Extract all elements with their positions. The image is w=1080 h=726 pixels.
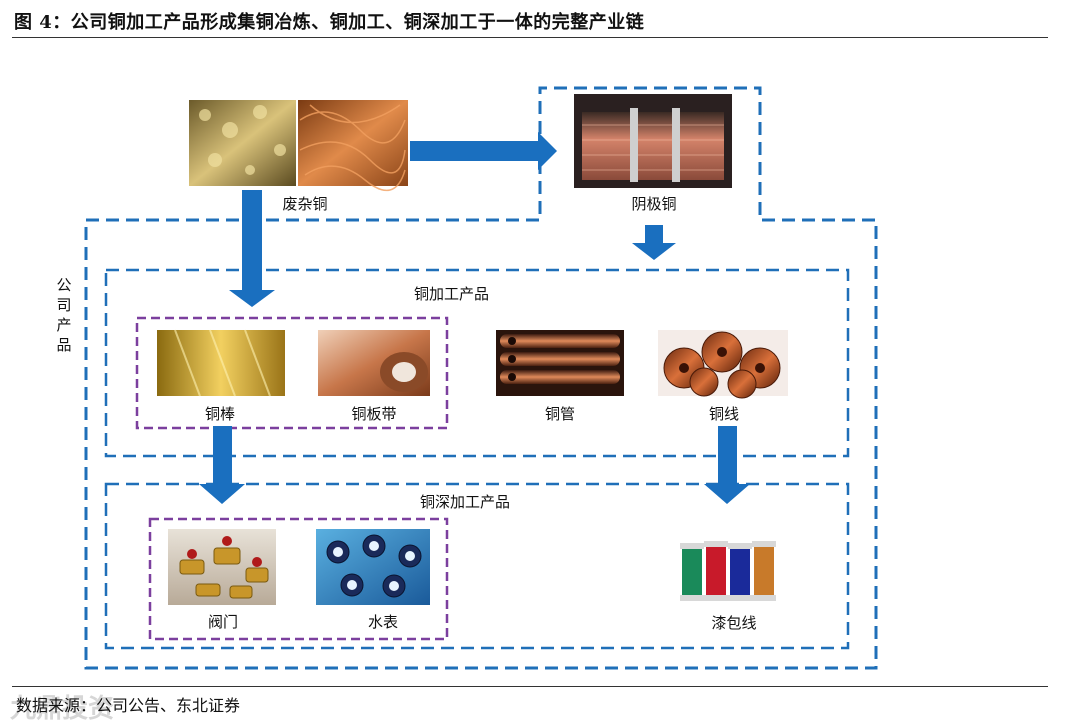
cathode-copper-image — [574, 94, 732, 188]
section-title-deep-processing: 铜深加工产品 — [420, 493, 511, 511]
node-label-enameled-wire: 漆包线 — [711, 614, 757, 632]
processing-section-box — [104, 268, 850, 458]
node-label-scrap-copper: 废杂铜 — [282, 195, 328, 213]
arrow-scrap-down — [229, 190, 275, 307]
copper-tube-image — [496, 330, 624, 396]
arrow-cathode-down — [632, 225, 676, 260]
valve-image — [168, 529, 276, 605]
watermark: 九鼎投资 — [10, 694, 115, 724]
rod-strip-group — [135, 316, 449, 430]
arrow-scrap-to-cathode — [410, 132, 557, 170]
figure-title: 图 4：公司铜加工产品形成集铜冶炼、铜加工、铜深加工于一体的完整产业链 — [14, 12, 645, 33]
bottom-rule — [12, 686, 1048, 687]
copper-wire-image — [658, 330, 788, 399]
node-label-copper-tube: 铜管 — [544, 405, 575, 423]
node-label-cathode-copper: 阴极铜 — [631, 195, 677, 213]
node-label-copper-rod: 铜棒 — [204, 405, 235, 423]
section-title-processing: 铜加工产品 — [414, 285, 490, 303]
node-label-water-meter: 水表 — [367, 613, 398, 631]
arrow-rod-down — [199, 426, 245, 504]
valve-meter-group — [148, 517, 449, 641]
copper-rod-image — [157, 329, 285, 397]
top-rule — [12, 37, 1048, 38]
node-label-valve: 阀门 — [207, 613, 238, 631]
company-boundary — [84, 86, 878, 670]
enameled-wire-image — [672, 530, 796, 606]
water-meter-image — [316, 529, 430, 605]
arrow-wire-down — [704, 426, 750, 504]
copper-strip-image — [318, 330, 430, 396]
scrap-copper-wire-image — [298, 100, 408, 192]
side-label-company-products: 公司产品 — [56, 276, 72, 354]
source-note: 数据来源：公司公告、东北证券 — [16, 696, 241, 715]
deep-processing-section-box — [104, 482, 850, 650]
node-label-copper-strip: 铜板带 — [351, 405, 397, 423]
node-label-copper-wire: 铜线 — [708, 405, 739, 423]
scrap-brass-image — [189, 100, 296, 186]
